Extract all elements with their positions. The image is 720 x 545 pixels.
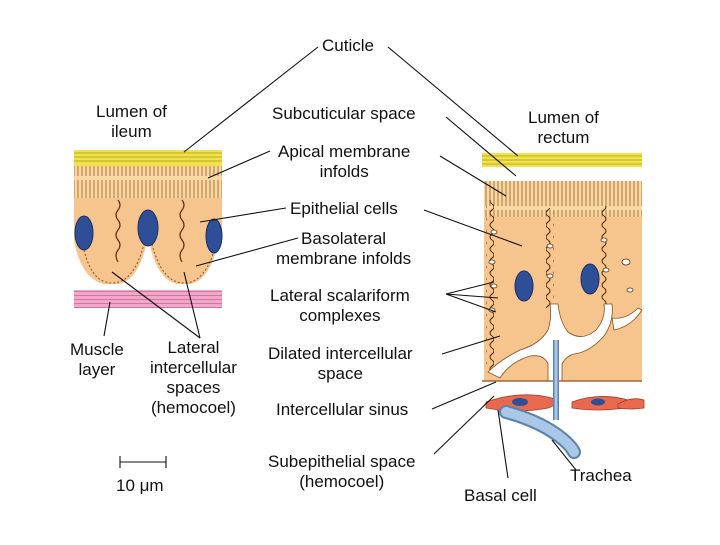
ileum-panel <box>74 150 223 308</box>
label-basolateral-line: Basolateral <box>301 229 387 248</box>
ileum-nucleus <box>137 209 159 247</box>
rectum-dilated-intercellular-space <box>487 303 613 382</box>
label-trachea: Trachea <box>570 466 632 485</box>
leader-lines <box>103 46 577 479</box>
label-subepithelial-space: Subepithelial space (hemocoel) <box>268 452 415 492</box>
rectum-scalariform-complexes <box>488 229 634 313</box>
label-muscle-line: layer <box>78 360 116 379</box>
label-lumen-ileum-line: Lumen of <box>96 102 167 121</box>
label-lateral-intercellular-spaces: Lateral intercellular spaces (hemocoel) <box>150 338 237 418</box>
label-basolateral-membrane-infolds: Basolateral membrane infolds <box>276 229 411 269</box>
label-subepithelial-line: Subepithelial space <box>268 452 416 471</box>
label-intercellular-sinus: Intercellular sinus <box>276 400 409 419</box>
label-basal-cell: Basal cell <box>464 486 537 505</box>
label-scalariform-line: Lateral scalariform <box>270 286 410 305</box>
label-muscle-line: Muscle <box>70 340 124 359</box>
label-lumen-ileum: Lumen of ileum <box>96 102 167 142</box>
label-cuticle: Cuticle <box>322 36 374 55</box>
label-muscle-layer: Muscle layer <box>70 340 124 380</box>
ileum-cuticle <box>74 150 222 166</box>
label-scalariform-line: complexes <box>299 306 381 325</box>
rectum-nucleus <box>580 263 600 295</box>
label-epithelial-cells: Epithelial cells <box>290 199 398 218</box>
label-subepithelial-line: (hemocoel) <box>299 472 385 491</box>
label-scale-bar: 10 μm <box>116 476 164 495</box>
label-lateral-intercellular-line: (hemocoel) <box>150 398 236 417</box>
label-basolateral-line: membrane infolds <box>276 249 412 268</box>
ileum-nucleus <box>205 218 223 254</box>
ileum-lateral-intercellular-spaces <box>74 232 222 285</box>
label-lumen-rectum: Lumen of rectum <box>528 108 599 148</box>
label-subcuticular-space: Subcuticular space <box>272 104 416 123</box>
label-dilated-line: Dilated intercellular <box>268 344 413 363</box>
label-lumen-rectum-line: Lumen of <box>528 108 599 127</box>
label-apical-membrane-infolds: Apical membrane infolds <box>278 142 410 182</box>
label-lumen-ileum-line: ileum <box>111 122 152 141</box>
label-apical-line: infolds <box>319 162 369 181</box>
label-lateral-intercellular-line: intercellular <box>150 358 237 377</box>
label-dilated-intercellular-space: Dilated intercellular space <box>268 344 413 384</box>
rectum-panel <box>482 153 645 459</box>
rectum-nucleus <box>514 270 534 302</box>
label-lateral-intercellular-line: Lateral <box>167 338 220 357</box>
label-dilated-line: space <box>317 364 363 383</box>
label-apical-line: Apical membrane <box>278 142 411 161</box>
ileum-nucleus <box>74 215 94 251</box>
label-lumen-rectum-line: rectum <box>537 128 590 147</box>
label-lateral-intercellular-line: spaces <box>166 378 221 397</box>
label-lateral-scalariform: Lateral scalariform complexes <box>270 286 410 326</box>
rectum-subcuticular-space <box>482 167 642 181</box>
rectum-trachea <box>499 340 581 459</box>
